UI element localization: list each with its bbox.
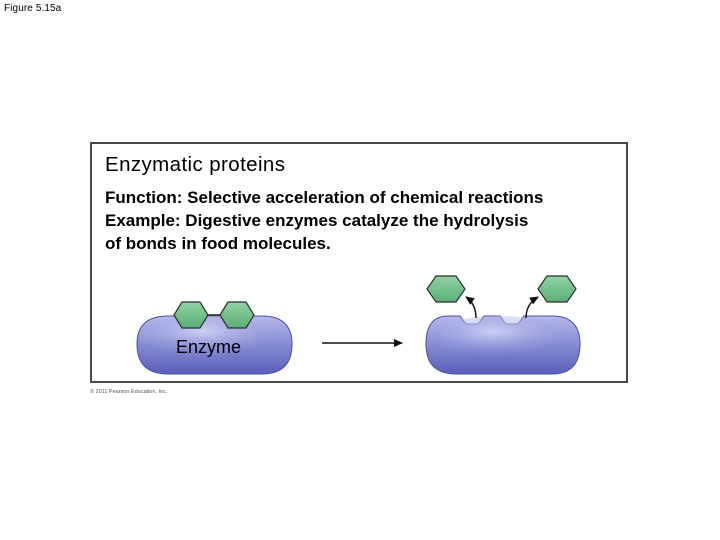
copyright-notice: © 2011 Pearson Education, Inc.	[90, 389, 168, 395]
example-line-continued: of bonds in food molecules.	[105, 234, 331, 253]
panel-title: Enzymatic proteins	[105, 153, 286, 176]
substrate-hexagon-left	[173, 301, 209, 329]
enzyme-products	[425, 275, 581, 375]
panel-description: Function: Selective acceleration of chem…	[105, 186, 543, 255]
release-arrow-left	[465, 296, 477, 319]
substrate-hexagon-right	[219, 301, 255, 329]
example-line: Example: Digestive enzymes catalyze the …	[105, 211, 529, 230]
enzyme-label: Enzyme	[176, 337, 242, 357]
release-arrow-right	[525, 296, 539, 319]
product-hexagon-right	[537, 275, 577, 303]
enzyme-substrate-complex	[136, 301, 293, 375]
product-hexagon-left	[426, 275, 466, 303]
figure-label: Figure 5.15a	[4, 3, 62, 14]
function-line: Function: Selective acceleration of chem…	[105, 188, 544, 207]
